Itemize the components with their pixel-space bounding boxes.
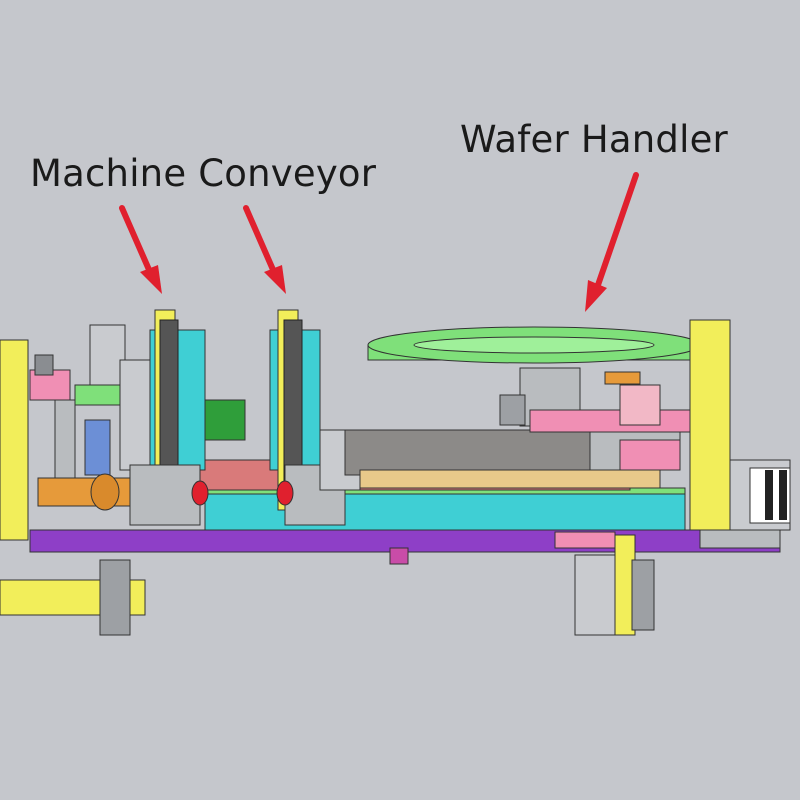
lower-supports — [574, 534, 655, 636]
wafer-handler-label: Wafer Handler — [460, 118, 728, 161]
center-body — [344, 419, 681, 489]
wafer-handler — [367, 326, 701, 433]
red-arrow-icon — [585, 172, 639, 312]
right-yellow-frame — [689, 319, 791, 531]
left-yellow-frame — [0, 339, 146, 636]
red-arrow-icon — [119, 205, 162, 294]
purple-base — [29, 527, 781, 565]
red-arrow-icon — [243, 205, 286, 294]
machine-conveyor-label: Machine Conveyor — [30, 152, 377, 195]
conveyor-tower-left — [129, 309, 246, 526]
conveyor-tower-right — [269, 309, 361, 526]
